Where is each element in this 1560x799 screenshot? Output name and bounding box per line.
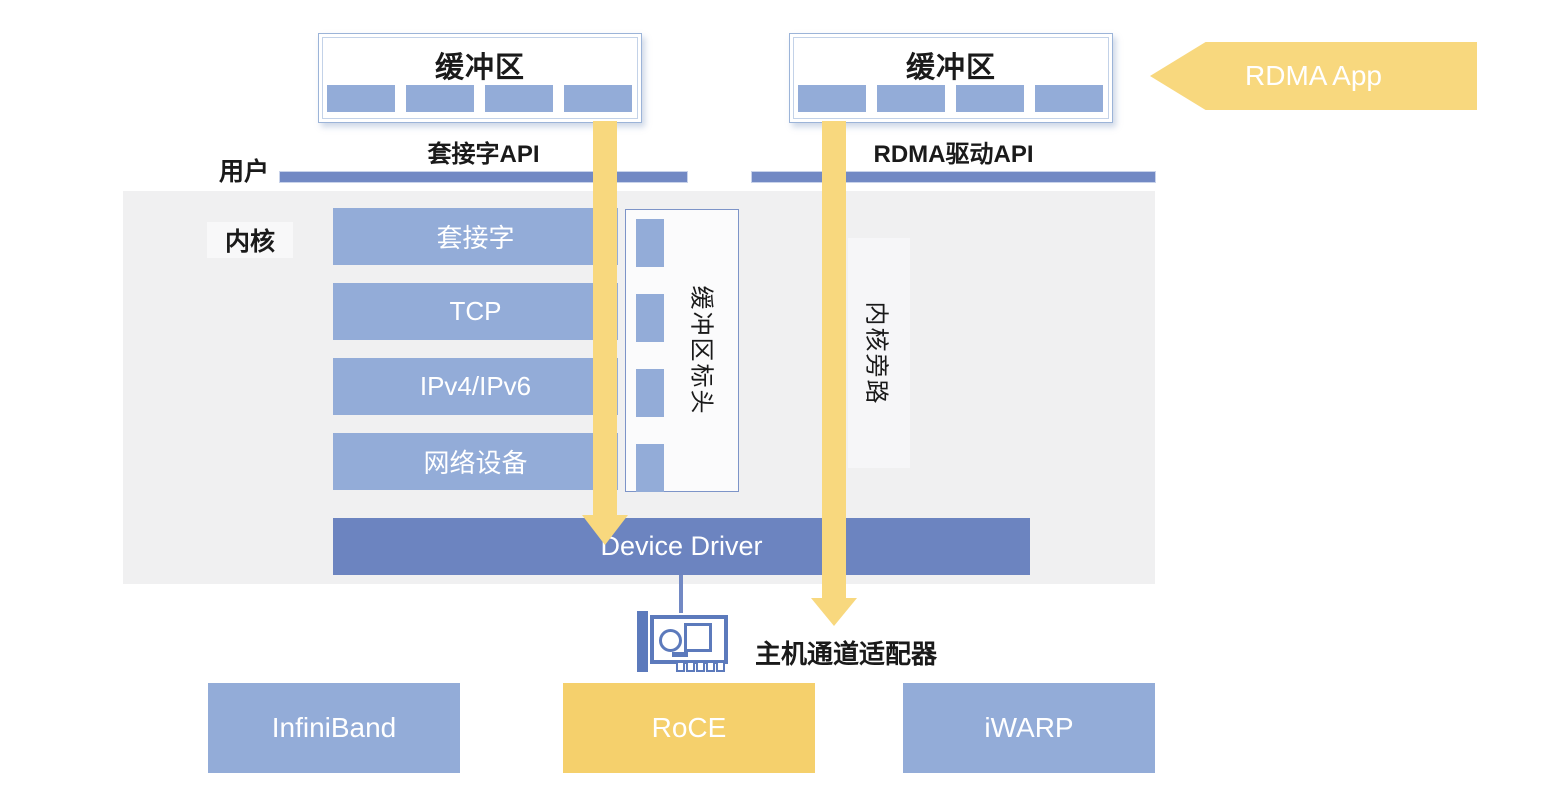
nic-bracket — [637, 611, 648, 672]
stack-row-socket: 套接字 — [333, 208, 618, 265]
socket-path-arrow-head — [582, 515, 628, 545]
buffer-cell — [485, 85, 553, 112]
transport-box-iwarp: iWARP — [903, 683, 1155, 773]
host-channel-adapter-label: 主机通道适配器 — [755, 639, 938, 669]
stack-row-ip: IPv4/IPv6 — [333, 358, 618, 415]
buffer-header-square — [636, 294, 664, 342]
buffer-cell — [327, 85, 395, 112]
nic-pin — [716, 661, 725, 672]
nic-pin — [676, 661, 685, 672]
kernel-label: 内核 — [207, 222, 293, 258]
buffer-cell — [1035, 85, 1103, 112]
transport-box-roce: RoCE — [563, 683, 815, 773]
rdma-bypass-arrow-shaft — [822, 121, 846, 598]
device-driver-bar: Device Driver — [333, 518, 1030, 575]
device-driver-connector-line — [679, 575, 683, 613]
buffer-header-box: 缓冲区标头 — [625, 209, 739, 492]
nic-pin — [696, 661, 705, 672]
buffer-cell — [798, 85, 866, 112]
rdma-app-label: RDMA App — [1245, 60, 1382, 91]
buffer-cell — [877, 85, 945, 112]
user-label: 用户 — [218, 158, 269, 186]
rdma-driver-api-bar — [752, 172, 1155, 182]
stack-row-netdev: 网络设备 — [333, 433, 618, 490]
nic-pins — [676, 661, 725, 672]
buffer-right-title: 缓冲区 — [905, 52, 996, 84]
rdma-app-banner: RDMA App — [1150, 42, 1477, 110]
socket-api-bar — [280, 172, 687, 182]
nic-pin — [706, 661, 715, 672]
nic-pin — [686, 661, 695, 672]
buffer-left-cells — [327, 85, 632, 112]
buffer-header-square — [636, 444, 664, 492]
buffer-cell — [406, 85, 474, 112]
kernel-bypass-area: 内核旁路 — [848, 238, 910, 468]
stack-row-tcp: TCP — [333, 283, 618, 340]
socket-api-label: 套接字API — [427, 141, 540, 168]
nic-circle-detail — [659, 629, 682, 652]
buffer-header-label-wrap: 缓冲区标头 — [670, 210, 738, 491]
buffer-header-square — [636, 369, 664, 417]
transport-box-infiniband: InfiniBand — [208, 683, 460, 773]
buffer-box-right: 缓冲区 — [789, 33, 1113, 123]
buffer-cell — [956, 85, 1024, 112]
buffer-left-title: 缓冲区 — [434, 52, 525, 84]
buffer-cell — [564, 85, 632, 112]
rdma-driver-api-label: RDMA驱动API — [873, 141, 1034, 168]
rdma-bypass-arrow-head — [811, 598, 857, 626]
buffer-header-square — [636, 219, 664, 267]
kernel-label-text: 内核 — [224, 228, 275, 256]
kernel-bypass-label: 内核旁路 — [862, 301, 890, 405]
buffer-right-cells — [798, 85, 1103, 112]
buffer-header-label: 缓冲区标头 — [687, 285, 715, 416]
nic-dash-detail — [672, 652, 688, 657]
socket-path-arrow-shaft — [593, 121, 617, 515]
buffer-box-left: 缓冲区 — [318, 33, 642, 123]
nic-chip-detail — [684, 623, 712, 652]
